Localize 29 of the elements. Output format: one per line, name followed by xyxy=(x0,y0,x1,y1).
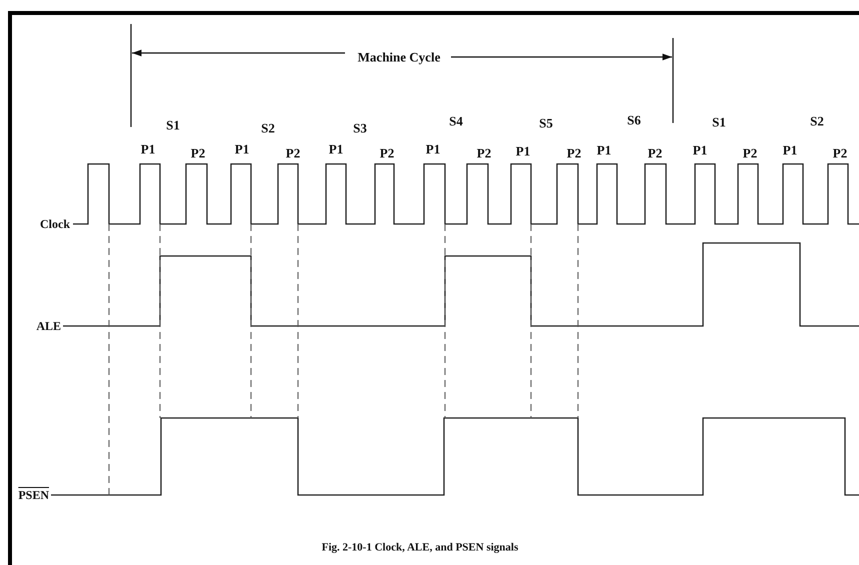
phase-label: P2 xyxy=(476,146,492,160)
signal-label: PSEN xyxy=(18,489,49,501)
phase-label: P2 xyxy=(566,146,582,160)
state-label: S1 xyxy=(712,116,726,128)
phase-label: P1 xyxy=(516,144,530,158)
phase-label: P2 xyxy=(286,146,300,160)
phase-label: P1 xyxy=(692,144,708,156)
figure-caption: Fig. 2-10-1 Clock, ALE, and PSEN signals xyxy=(322,542,518,554)
state-label: S1 xyxy=(166,118,180,132)
phase-label: P1 xyxy=(140,142,156,156)
state-label: S6 xyxy=(627,114,641,126)
phase-label: P2 xyxy=(648,146,662,160)
cycle-label: Machine Cycle xyxy=(358,50,440,64)
phase-label: P2 xyxy=(190,146,206,160)
phase-label: P1 xyxy=(426,142,440,156)
phase-label: P2 xyxy=(380,146,394,160)
state-label: S2 xyxy=(810,114,824,128)
state-label: S5 xyxy=(539,116,553,130)
phase-label: P2 xyxy=(742,146,758,160)
signal-label: ALE xyxy=(36,320,61,332)
phase-label: P1 xyxy=(234,142,250,156)
state-label: S4 xyxy=(449,114,463,128)
phase-label: P2 xyxy=(832,146,848,160)
phase-label: P1 xyxy=(782,144,798,156)
state-label: S3 xyxy=(353,122,367,134)
signal-label: Clock xyxy=(40,218,70,230)
phase-label: P1 xyxy=(328,142,344,156)
phase-label: P1 xyxy=(596,144,612,156)
state-label: S2 xyxy=(261,122,275,134)
